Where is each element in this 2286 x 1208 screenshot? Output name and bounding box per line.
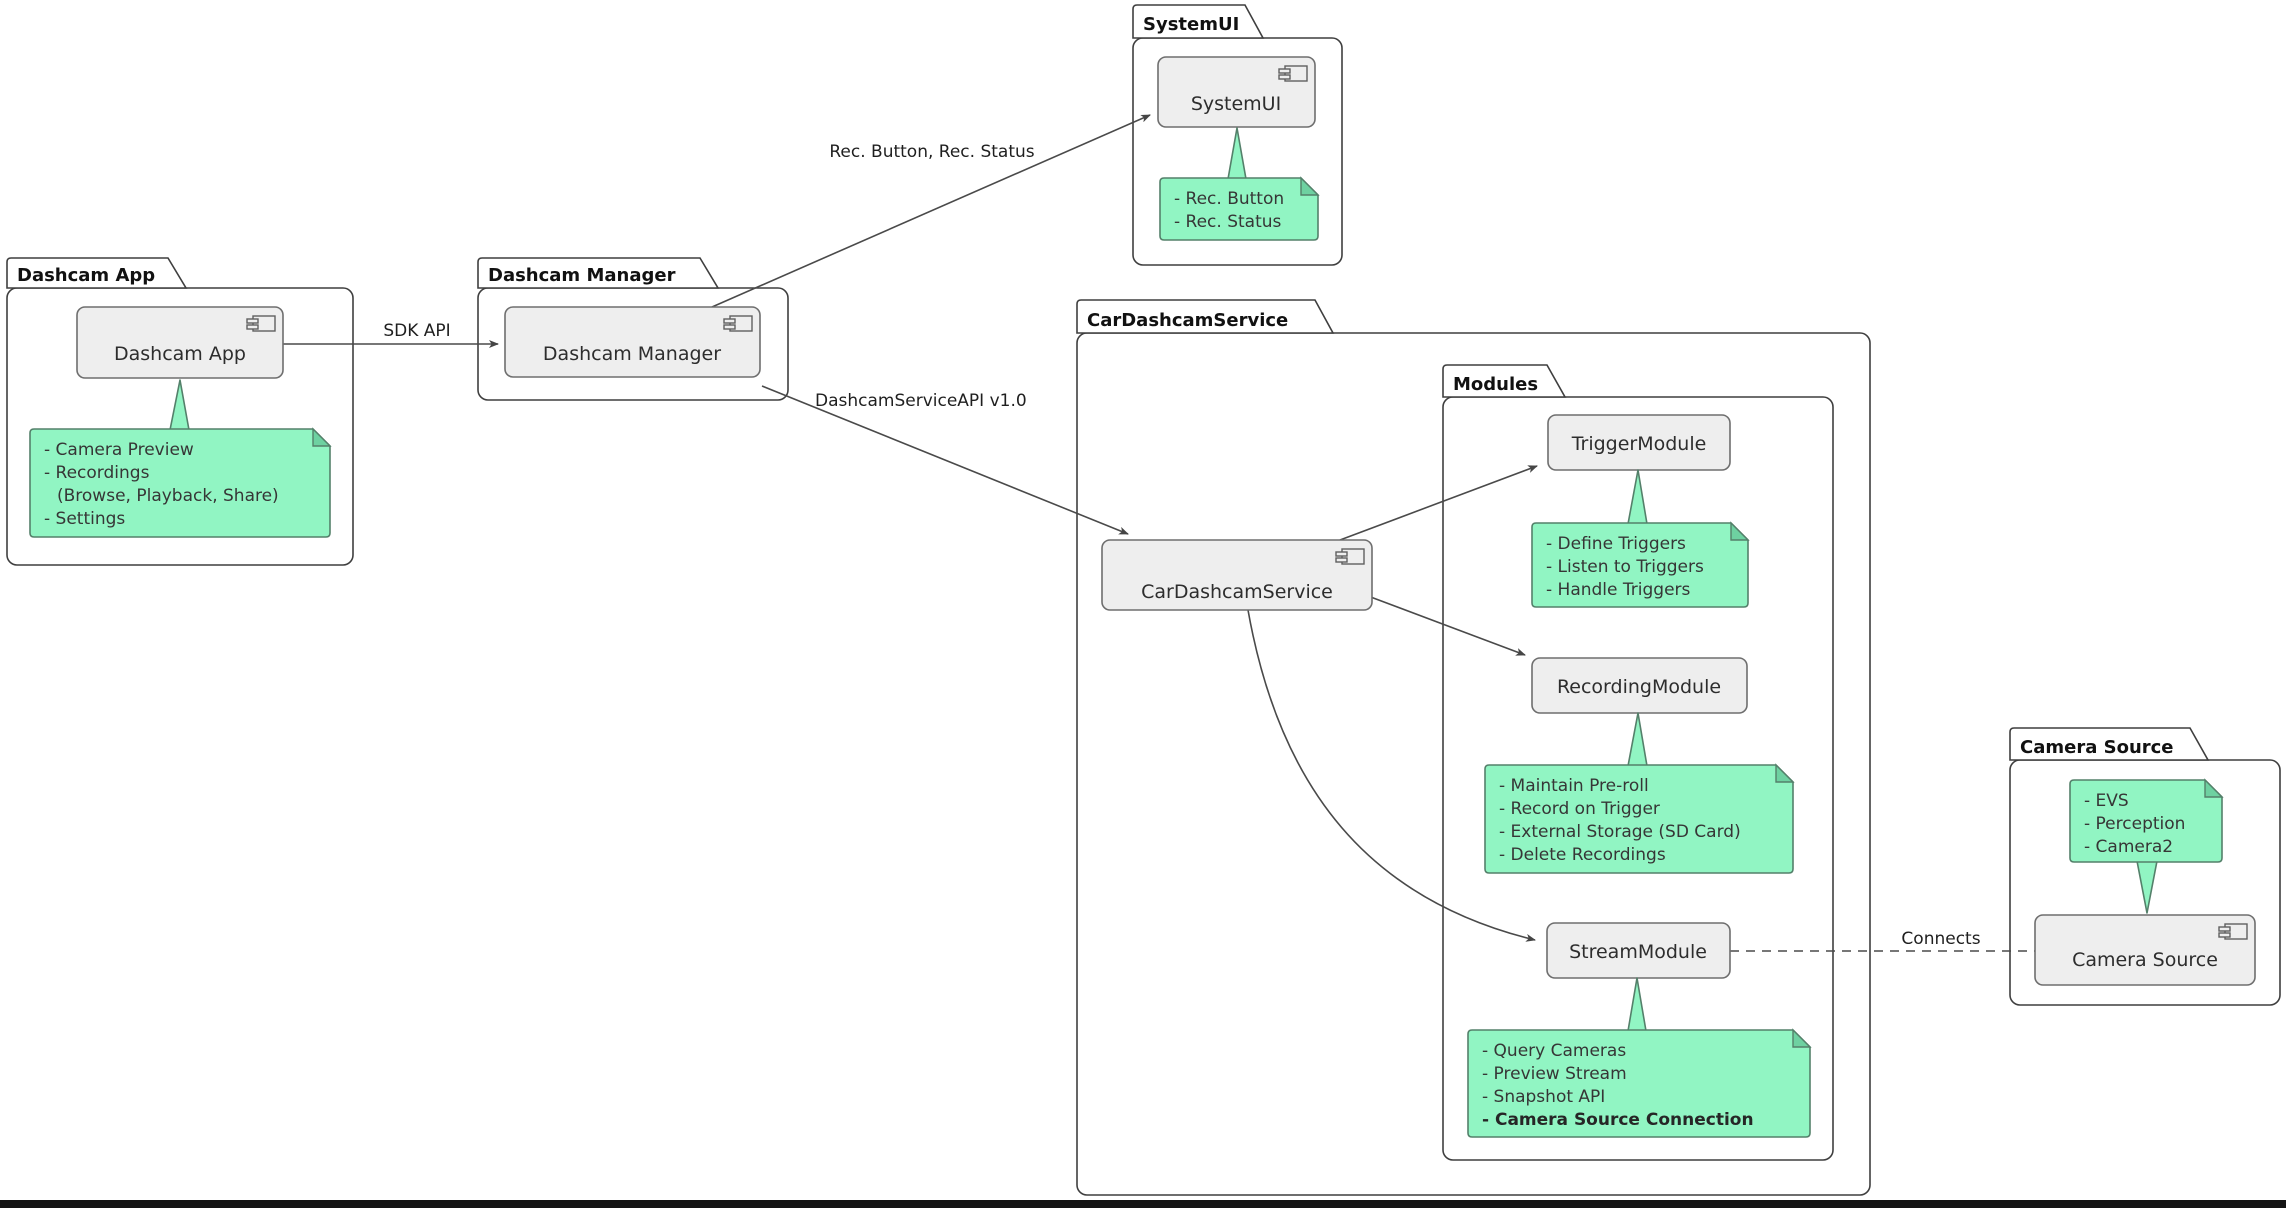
edge-rec-label: Rec. Button, Rec. Status	[829, 142, 1034, 162]
note-pointer	[169, 379, 190, 431]
note-pointer	[1627, 977, 1647, 1032]
note-line: - Settings	[44, 509, 125, 529]
edge-sdk-api-label: SDK API	[383, 321, 450, 341]
note-recording-module: - Maintain Pre-roll - Record on Trigger …	[1484, 712, 1795, 874]
edge-to-stream-module	[1247, 609, 1536, 942]
package-modules-label: Modules	[1453, 374, 1538, 395]
note-line: - Rec. Status	[1174, 212, 1282, 232]
package-systemui-label: SystemUI	[1143, 14, 1239, 35]
note-fold-corner	[1775, 763, 1795, 783]
note-line: (Browse, Playback, Share)	[57, 486, 279, 506]
note-line: - Perception	[2084, 814, 2185, 834]
component-dashcam-manager: Dashcam Manager	[504, 306, 761, 378]
note-line: - Camera Preview	[44, 440, 194, 460]
note-systemui: - Rec. Button - Rec. Status	[1159, 127, 1320, 241]
note-pointer	[1627, 712, 1648, 767]
component-icon	[723, 315, 753, 332]
component-recording-module: RecordingModule	[1531, 657, 1748, 714]
component-dashcam-manager-label: Dashcam Manager	[543, 343, 721, 365]
component-icon	[246, 315, 276, 332]
note-fold-corner	[1792, 1028, 1812, 1048]
note-line: - Maintain Pre-roll	[1499, 776, 1649, 796]
note-line: - External Storage (SD Card)	[1499, 822, 1741, 842]
component-dashcam-app: Dashcam App	[76, 306, 284, 379]
package-cardashcamservice-label: CarDashcamService	[1087, 310, 1288, 331]
note-pointer	[1627, 469, 1648, 525]
bottom-taskbar-edge	[0, 1200, 2286, 1208]
component-icon	[1278, 65, 1308, 82]
component-trigger-module-label: TriggerModule	[1571, 433, 1707, 455]
note-trigger-module: - Define Triggers - Listen to Triggers -…	[1531, 469, 1750, 608]
note-line: - Query Cameras	[1482, 1041, 1626, 1061]
component-recording-module-label: RecordingModule	[1557, 676, 1721, 698]
edge-rec-button-status	[711, 114, 1151, 308]
note-fold-corner	[1730, 521, 1750, 541]
note-line-bold: - Camera Source Connection	[1482, 1110, 1754, 1130]
edge-connects-label: Connects	[1901, 929, 1980, 949]
component-camera-source: Camera Source	[2034, 914, 2256, 986]
note-fold-corner	[1300, 176, 1320, 196]
note-line: - Recordings	[44, 463, 150, 483]
note-pointer	[1227, 127, 1247, 180]
edge-to-trigger-module	[1339, 465, 1538, 541]
component-dashcam-app-label: Dashcam App	[114, 343, 246, 365]
note-line: - Snapshot API	[1482, 1087, 1605, 1107]
package-dashcam-manager-label: Dashcam Manager	[488, 265, 676, 286]
package-dashcam-app-label: Dashcam App	[17, 265, 155, 286]
note-stream-module: - Query Cameras - Preview Stream - Snaps…	[1467, 977, 1812, 1138]
component-camera-source-label: Camera Source	[2072, 949, 2218, 971]
note-fold-corner	[2204, 778, 2224, 798]
component-icon	[1335, 548, 1365, 565]
note-line: - EVS	[2084, 791, 2129, 811]
note-dashcam-app: - Camera Preview - Recordings (Browse, P…	[29, 379, 332, 538]
note-line: - Camera2	[2084, 837, 2173, 857]
note-camera-source: - EVS - Perception - Camera2	[2069, 778, 2224, 914]
note-line: - Handle Triggers	[1546, 580, 1691, 600]
component-cardashcamservice-label: CarDashcamService	[1141, 581, 1333, 603]
note-line: - Define Triggers	[1546, 534, 1686, 554]
note-pointer	[2136, 860, 2158, 914]
component-systemui-label: SystemUI	[1191, 93, 1281, 115]
component-cardashcamservice: CarDashcamService	[1101, 539, 1373, 611]
component-stream-module: StreamModule	[1546, 922, 1731, 979]
note-fold-corner	[312, 427, 332, 447]
component-stream-module-label: StreamModule	[1569, 941, 1707, 963]
edge-service-api-label: DashcamServiceAPI v1.0	[815, 391, 1027, 411]
note-line: - Rec. Button	[1174, 189, 1284, 209]
edges: SDK API Rec. Button, Rec. Status Dashcam…	[283, 114, 2035, 952]
package-camera-source-label: Camera Source	[2020, 737, 2174, 758]
component-trigger-module: TriggerModule	[1547, 414, 1731, 471]
edge-to-recording-module	[1367, 595, 1526, 656]
note-line: - Listen to Triggers	[1546, 557, 1704, 577]
edge-dashcam-service-api	[761, 385, 1129, 535]
note-line: - Preview Stream	[1482, 1064, 1627, 1084]
component-systemui: SystemUI	[1157, 56, 1316, 128]
note-line: - Delete Recordings	[1499, 845, 1666, 865]
note-line: - Record on Trigger	[1499, 799, 1660, 819]
component-icon	[2218, 923, 2248, 940]
